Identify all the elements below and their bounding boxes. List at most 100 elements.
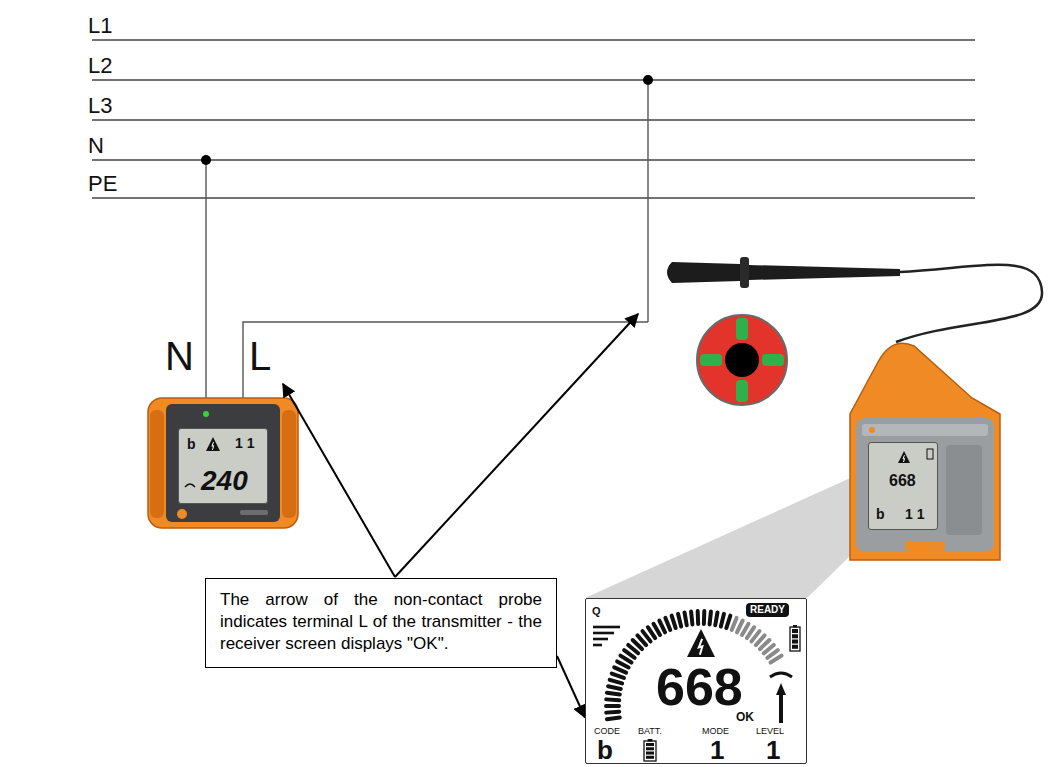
reading-value: 668 — [889, 473, 916, 489]
target-center — [725, 343, 759, 377]
wave-symbol — [185, 484, 195, 487]
receiver-button — [905, 541, 945, 551]
mode-value: 1 1 — [235, 436, 254, 450]
junction-dot — [201, 155, 211, 165]
bargraph-tick — [659, 621, 665, 633]
bargraph-tick — [685, 612, 687, 625]
battery-bar — [646, 752, 654, 755]
callout-box: The arrow of the non-contact probe indic… — [205, 578, 557, 668]
transmitter-screen: b 1 1 240 — [178, 428, 268, 504]
bargraph-tick — [610, 680, 622, 684]
bargraph-tick — [617, 661, 628, 667]
bargraph-tick — [608, 686, 621, 689]
bus-label: N — [88, 135, 104, 157]
bargraph-tick — [607, 717, 620, 719]
lightning-bolt — [699, 639, 703, 655]
target-segment — [762, 354, 784, 366]
maker-logo — [869, 427, 875, 433]
bus-line — [92, 119, 975, 121]
status-led — [203, 411, 209, 417]
bargraph-tick — [607, 693, 620, 695]
phase-drop-wire — [647, 80, 648, 322]
probe-cable — [896, 265, 1042, 342]
mode-value: 1 1 — [905, 507, 924, 521]
terminal-label: N — [165, 336, 194, 376]
warning-triangle — [206, 437, 220, 451]
code-value: b — [187, 437, 196, 451]
ready-badge: READY — [746, 603, 789, 617]
battery-bar — [792, 640, 798, 644]
receiver-side-panel — [946, 445, 982, 535]
bus-label: L1 — [88, 15, 112, 37]
signal-bar — [593, 644, 602, 647]
leader-arrows — [283, 314, 638, 577]
bus-label: L3 — [88, 95, 112, 117]
lightning-bolt — [212, 442, 214, 450]
transmitter-grip — [282, 410, 296, 518]
bargraph-tick — [606, 697, 619, 702]
maker-logo — [177, 509, 187, 519]
junction-dot — [643, 75, 653, 85]
probe-shaft — [749, 265, 900, 280]
warning-triangle — [898, 451, 910, 463]
transmitter — [148, 398, 298, 528]
probe-target — [697, 315, 787, 405]
transmitter-housing — [148, 398, 298, 528]
bus-line — [92, 79, 975, 81]
bargraph-tick — [715, 612, 717, 625]
neutral-wire — [205, 160, 206, 402]
receiver-top-band — [862, 424, 988, 436]
bargraph-tick — [737, 621, 743, 633]
signal-bar — [593, 638, 608, 641]
bargraph-tick — [771, 656, 782, 663]
battery-bar — [646, 743, 654, 746]
bus-label: PE — [88, 173, 117, 195]
bargraph-tick — [654, 624, 661, 635]
sound-icon — [770, 673, 792, 677]
pointer-arrow — [557, 656, 585, 718]
bargraph-tick — [696, 611, 700, 624]
target-segment — [736, 380, 748, 402]
receiver — [850, 343, 1000, 560]
bargraph-tick — [726, 616, 730, 628]
signal-bar — [593, 632, 614, 635]
field-label: CODE — [594, 727, 620, 736]
field-label: MODE — [702, 727, 729, 736]
bargraph-tick — [606, 704, 619, 708]
bargraph-tick — [665, 618, 670, 630]
bargraph-tick — [691, 612, 692, 625]
indicator-label: Q — [592, 606, 601, 617]
bargraph-tick — [672, 616, 676, 628]
wires — [206, 80, 648, 402]
code-value: b — [876, 507, 885, 521]
signal-bar — [593, 626, 620, 629]
transmitter-panel — [166, 404, 280, 522]
field-label: BATT. — [638, 727, 662, 736]
probe-handle — [667, 262, 740, 283]
warning-triangle — [687, 629, 715, 657]
voltage-value: 240 — [201, 467, 248, 495]
bus-line — [92, 197, 975, 199]
mode-value: 1 — [710, 737, 724, 763]
battery-bar — [792, 634, 798, 638]
bargraph-tick — [606, 710, 619, 715]
receiver-face — [856, 418, 994, 552]
code-value: b — [597, 737, 613, 763]
receiver-housing — [850, 343, 1000, 560]
leader-arrow — [283, 384, 395, 577]
bargraph-tick — [702, 611, 706, 624]
level-needle — [776, 683, 786, 723]
transmitter-grip — [150, 410, 164, 518]
battery-bar — [646, 747, 654, 750]
bargraph-tick — [612, 674, 624, 678]
receiver-screen: 668 b 1 1 — [868, 442, 938, 530]
receiver-screen-zoom: QREADY668OKCODEBATT.MODELEVELb11 — [585, 598, 807, 764]
bargraph-tick — [648, 627, 655, 638]
battery-icon — [644, 741, 656, 761]
status-ok: OK — [736, 711, 754, 723]
battery-bar — [646, 756, 654, 759]
line-wire — [243, 322, 648, 402]
battery-icon — [927, 449, 933, 459]
target-segment — [700, 354, 722, 366]
